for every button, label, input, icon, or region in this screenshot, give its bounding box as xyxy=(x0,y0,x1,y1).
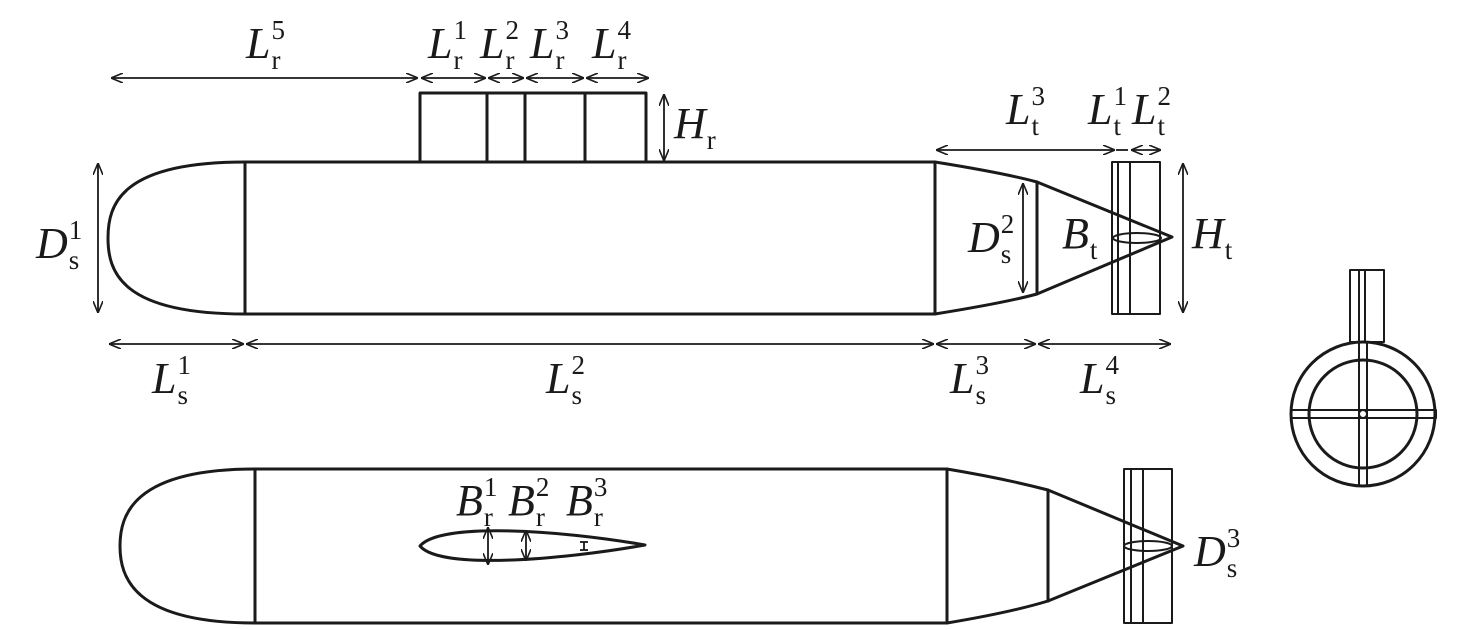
rear-fin-vertical xyxy=(1358,341,1368,487)
side-hull-tail-cone xyxy=(933,160,1174,316)
side-hull-nose xyxy=(106,160,247,316)
top-view xyxy=(118,467,1185,625)
side-stern-fin xyxy=(1111,161,1161,315)
rear-hull-inner xyxy=(1307,358,1419,470)
rear-view xyxy=(1289,269,1437,488)
hydroplane-section xyxy=(418,529,647,562)
top-hull-body xyxy=(253,467,949,625)
top-stern-fin xyxy=(1123,468,1173,624)
label-ht: Ht xyxy=(1191,209,1233,265)
side-hull-body xyxy=(243,160,937,316)
rear-hull-outer xyxy=(1289,340,1437,488)
rear-fin-horizontal xyxy=(1290,409,1437,419)
conning-tower xyxy=(418,91,648,164)
rear-hub xyxy=(1358,409,1368,419)
top-hull-nose xyxy=(118,467,257,625)
top-hull-tail-cone xyxy=(945,467,1185,625)
label-hr: Hr xyxy=(673,99,716,155)
side-view xyxy=(98,78,1183,344)
side-rudder-section xyxy=(1112,232,1162,244)
top-rudder-section xyxy=(1123,540,1173,552)
label-bt: Bt xyxy=(1062,209,1098,265)
rear-fin-top xyxy=(1349,269,1385,343)
